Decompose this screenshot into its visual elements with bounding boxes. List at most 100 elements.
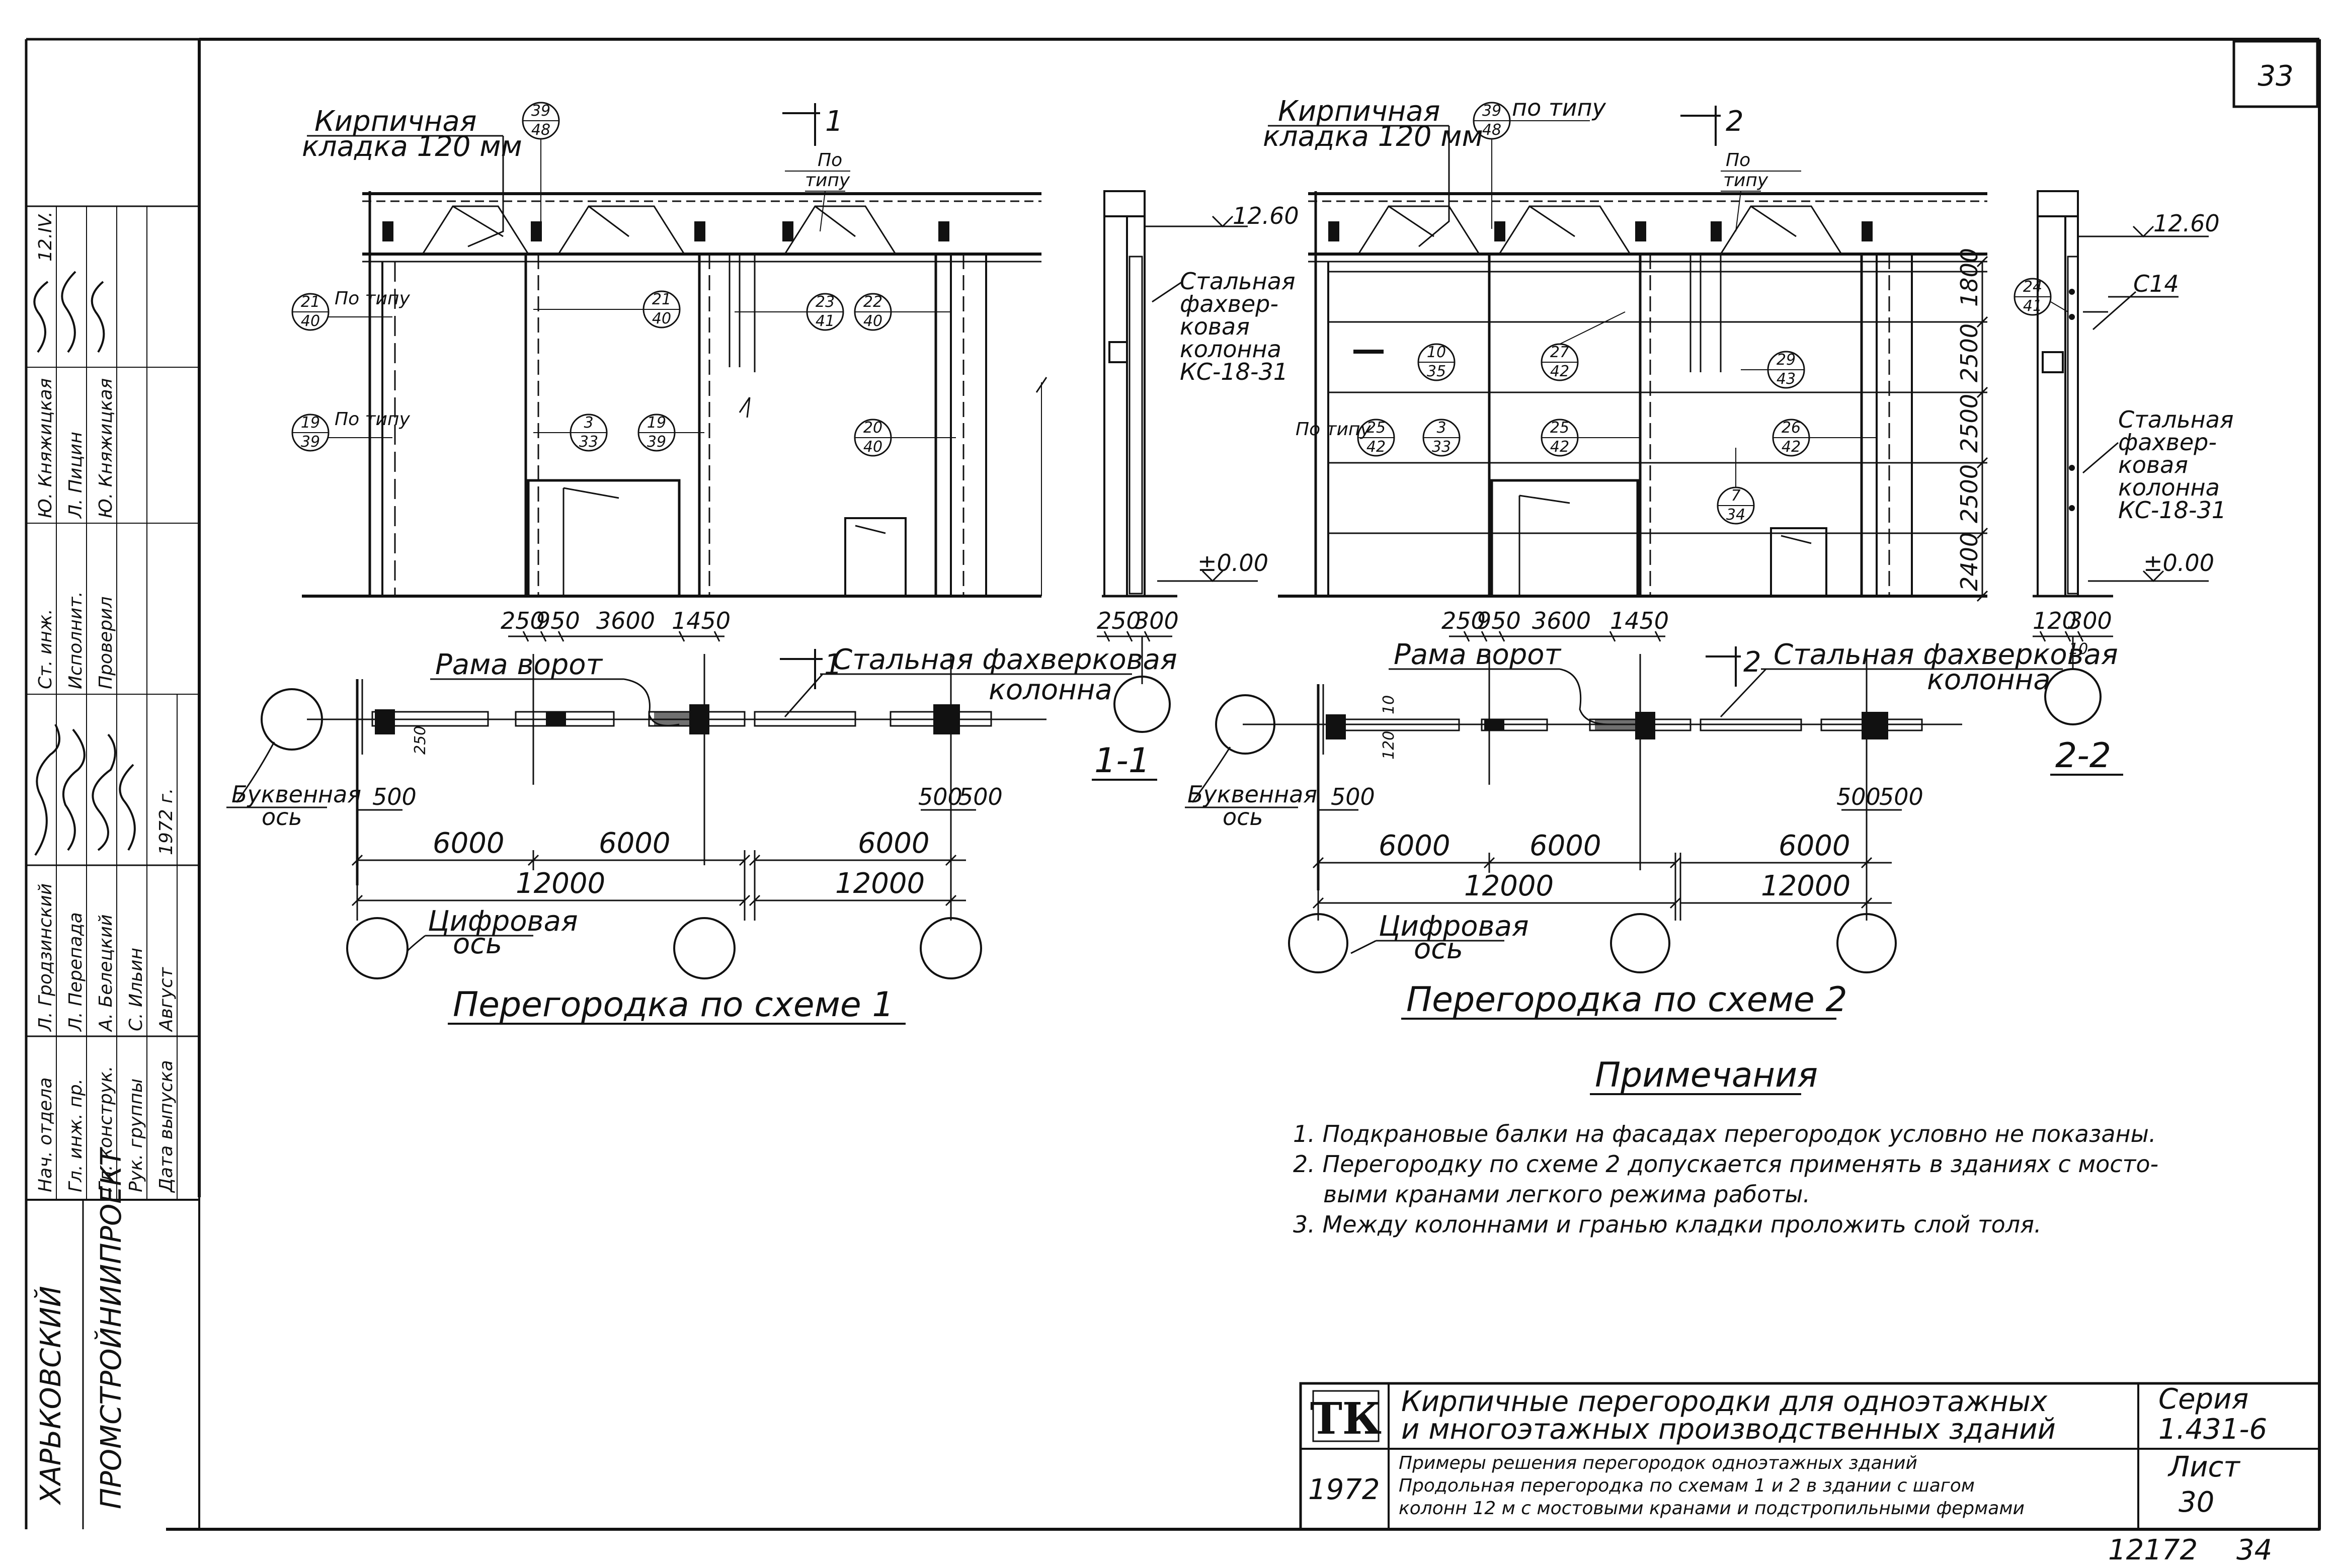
svg-text:35: 35 bbox=[1427, 363, 1446, 380]
scheme1-plan bbox=[307, 654, 1046, 885]
svg-text:19: 19 bbox=[301, 414, 320, 432]
title-block-year: 1972 bbox=[1308, 1473, 1380, 1506]
svg-text:40: 40 bbox=[652, 310, 671, 327]
scheme2-masonry-label-1: Кирпичная bbox=[1278, 95, 1440, 128]
section11-label-3: ковая bbox=[1180, 313, 1250, 340]
scheme2-total-1: 12000 bbox=[1464, 870, 1554, 902]
name-5: Август bbox=[156, 967, 177, 1032]
svg-text:26: 26 bbox=[1782, 419, 1801, 437]
section11-label-4: колонна bbox=[1180, 336, 1281, 363]
svg-text:3: 3 bbox=[584, 414, 593, 432]
title-block-logo: ТК bbox=[1310, 1393, 1382, 1444]
scheme1-tipu: типу bbox=[805, 170, 850, 191]
scheme1-dim-500-b: 500 bbox=[918, 783, 962, 810]
svg-text:42: 42 bbox=[1782, 438, 1801, 456]
scheme1-dim-chains bbox=[351, 809, 976, 921]
ref-bubble: 26 42 bbox=[1772, 419, 1877, 457]
scheme1-span-1: 6000 bbox=[433, 827, 505, 860]
signature bbox=[92, 733, 116, 851]
svg-text:48: 48 bbox=[1482, 121, 1501, 139]
svg-text:10: 10 bbox=[1427, 344, 1446, 361]
svg-text:21: 21 bbox=[301, 293, 320, 311]
ref-bubble: 39 48 bbox=[1473, 102, 1511, 229]
svg-text:7: 7 bbox=[1731, 487, 1740, 505]
svg-text:22: 22 bbox=[863, 293, 882, 311]
scheme1-digit-axis-1: Цифровая bbox=[428, 905, 578, 938]
bottom-page: 34 bbox=[2236, 1534, 2272, 1566]
signature bbox=[119, 764, 136, 851]
role2-2: Исполнит. bbox=[65, 591, 86, 689]
title-block-sub-3: колонн 12 м с мостовыми кранами и подстр… bbox=[1399, 1498, 2025, 1519]
scheme1-column-label-1: Стальная фахверковая bbox=[833, 643, 1177, 676]
scheme2-dim-3600: 3600 bbox=[1532, 607, 1591, 634]
scheme2-dim-120: 120 bbox=[1380, 731, 1398, 760]
svg-text:34: 34 bbox=[1726, 506, 1745, 524]
scheme1-po-tipu-1: По типу bbox=[335, 288, 410, 309]
scheme1-total-2: 12000 bbox=[835, 867, 925, 900]
section11-mark: 12.60 bbox=[1233, 202, 1299, 229]
svg-text:40: 40 bbox=[301, 312, 320, 330]
signature bbox=[33, 281, 49, 353]
axis-circle bbox=[261, 688, 323, 751]
scheme1-dim-1450: 1450 bbox=[672, 607, 731, 634]
section22-label-1: Стальная bbox=[2118, 406, 2234, 433]
scheme1-dim-250b: 250 bbox=[412, 726, 429, 755]
scheme1-span-3: 6000 bbox=[858, 827, 930, 860]
ref-bubble: 25 42 bbox=[1357, 419, 1395, 457]
title-block bbox=[1299, 1382, 2321, 1531]
scheme2-elevation bbox=[1278, 191, 1988, 602]
scheme2-title: Перегородка по схеме 2 bbox=[1406, 980, 1847, 1020]
scheme1-po-tipu-2: По типу bbox=[335, 409, 410, 430]
scheme2-dim-10: 10 bbox=[1380, 695, 1398, 714]
name2-2: Л. Пицин bbox=[65, 432, 86, 519]
signature bbox=[91, 281, 105, 353]
scheme1-letter-axis-1: Буквенная bbox=[231, 781, 361, 808]
notes-heading: Примечания bbox=[1595, 1055, 1818, 1095]
scheme2-tipu: типу bbox=[1723, 170, 1768, 191]
svg-text:3: 3 bbox=[1436, 419, 1446, 437]
section-1-1 bbox=[1097, 190, 1258, 733]
section11-dim-1: 250 bbox=[1097, 607, 1141, 634]
scheme2-dim-500-a: 500 bbox=[1331, 783, 1375, 810]
role-4: Рук. группы bbox=[126, 1079, 146, 1192]
axis-circle bbox=[1836, 913, 1897, 973]
scheme2-po-label: По bbox=[1726, 150, 1750, 171]
scheme2-digit-axis-2: ось bbox=[1414, 933, 1463, 965]
scheme2-dim-500-c: 500 bbox=[1879, 783, 1923, 810]
scheme1-section-mark-top: 1 bbox=[825, 105, 843, 138]
scheme2-span-1: 6000 bbox=[1379, 830, 1451, 862]
svg-text:33: 33 bbox=[579, 433, 598, 451]
scheme2-vdim-3: 2500 bbox=[1956, 394, 1983, 453]
axis-circle bbox=[920, 917, 982, 979]
scheme2-vdim-2: 2500 bbox=[1956, 323, 1983, 382]
svg-text:41: 41 bbox=[2023, 297, 2042, 315]
signature bbox=[61, 271, 76, 353]
note-line-4: 3. Между колоннами и гранью кладки проло… bbox=[1293, 1211, 2042, 1238]
section22-title: 2-2 bbox=[2055, 736, 2111, 776]
scheme1-dim-950: 950 bbox=[536, 607, 580, 634]
section11-zero: ±0.00 bbox=[1197, 549, 1268, 576]
scheme1-dim-500-c: 500 bbox=[958, 783, 1003, 810]
section11-label-1: Стальная bbox=[1180, 268, 1296, 295]
note-line-3: выми кранами легкого режима работы. bbox=[1323, 1181, 1810, 1208]
signature bbox=[34, 724, 60, 856]
role-5: Дата выпуска bbox=[156, 1060, 177, 1193]
role-2: Гл. инж. пр. bbox=[65, 1079, 86, 1192]
svg-text:40: 40 bbox=[863, 438, 882, 456]
scheme1-dim-3600: 3600 bbox=[596, 607, 655, 634]
svg-text:43: 43 bbox=[1777, 370, 1796, 388]
scheme2-frame-label: Рама ворот bbox=[1394, 638, 1562, 671]
name-1: Л. Гродзинский bbox=[35, 883, 56, 1032]
name-4: С. Ильин bbox=[126, 948, 146, 1031]
scheme2-digit-axis-1: Цифровая bbox=[1379, 910, 1529, 943]
name-3: А. Белецкий bbox=[96, 914, 116, 1032]
scheme2-vdim-4: 2500 bbox=[1956, 464, 1983, 523]
section22-label-5: КС-18-31 bbox=[2118, 497, 2226, 524]
scheme2-dim-250: 250 bbox=[1441, 607, 1486, 634]
ref-bubble: 25 42 bbox=[1541, 419, 1640, 457]
scheme2-dim-500-b: 500 bbox=[1836, 783, 1881, 810]
svg-text:39: 39 bbox=[301, 433, 320, 451]
axis-circle bbox=[346, 917, 409, 979]
scheme2-vdim-1: 1800 bbox=[1956, 248, 1983, 307]
name-2: Л. Перепада bbox=[65, 912, 86, 1032]
